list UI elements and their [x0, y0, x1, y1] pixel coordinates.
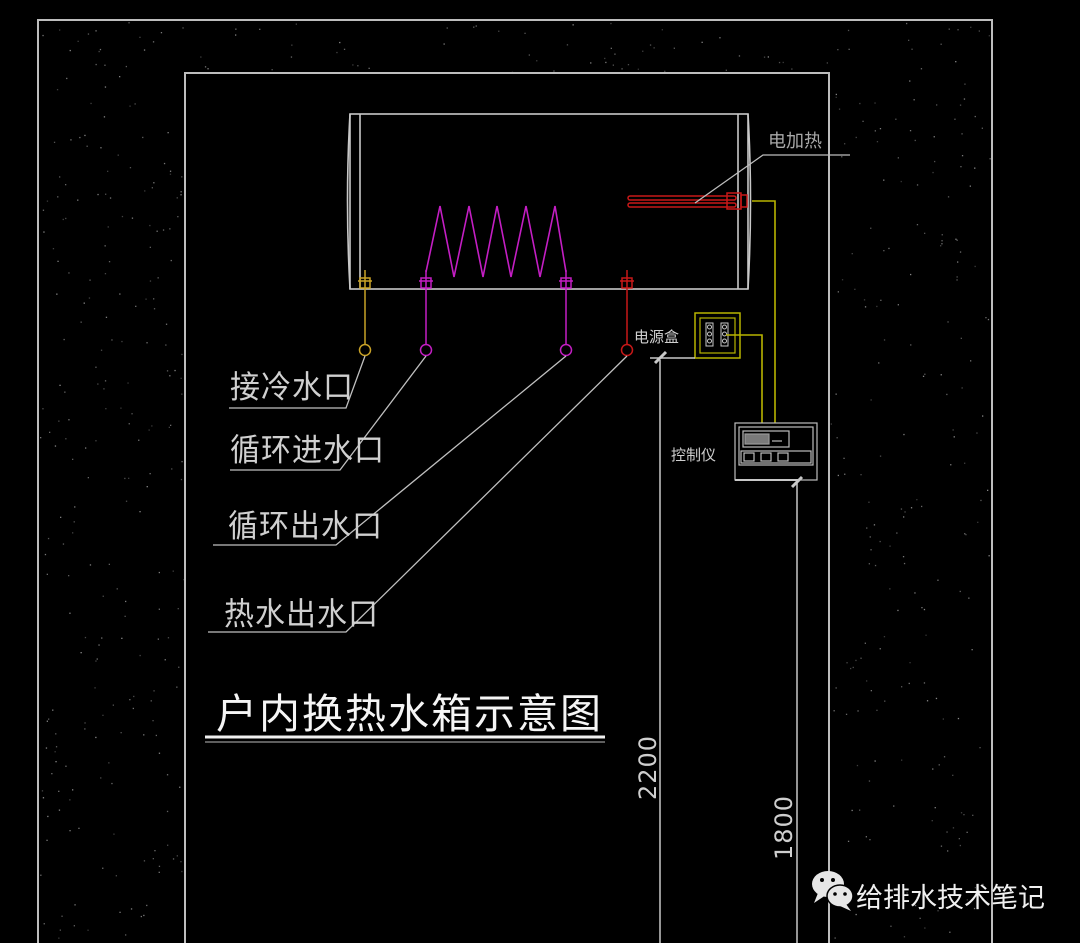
title-underline — [205, 735, 605, 743]
outer-wall-line — [37, 19, 993, 943]
power-box-label: 电源盒 — [634, 328, 680, 346]
inner-wall-line — [184, 72, 830, 943]
dimension-power-box: 2200 — [634, 734, 662, 800]
power-box — [694, 312, 741, 359]
port-leader-lines — [208, 355, 628, 633]
watermark-text: 给排水技术笔记 — [856, 883, 1045, 914]
dimension-lines — [650, 350, 804, 943]
heater-label: 电加热 — [768, 131, 822, 152]
electric-heater — [627, 192, 748, 210]
controller-label: 控制仪 — [671, 446, 717, 464]
heater-leader-line — [694, 154, 850, 204]
port-circ-out — [559, 270, 573, 357]
water-tank — [346, 113, 752, 290]
port-hot — [620, 270, 634, 357]
port-cold — [358, 270, 372, 357]
wires — [726, 200, 776, 423]
heat-exchange-coil — [425, 205, 567, 278]
controller — [734, 422, 818, 481]
port-label-hot: 热水出水口 — [224, 596, 379, 634]
wechat-icon — [812, 871, 854, 911]
port-label-circ-in: 循环进水口 — [230, 432, 385, 470]
wall-hatch — [40, 22, 991, 939]
port-label-circ-out: 循环出水口 — [228, 508, 383, 546]
port-circ-in — [419, 270, 433, 357]
dimension-controller: 1800 — [770, 794, 798, 860]
diagram-title: 户内换热水箱示意图 — [216, 690, 603, 738]
port-label-cold: 接冷水口 — [230, 369, 354, 407]
